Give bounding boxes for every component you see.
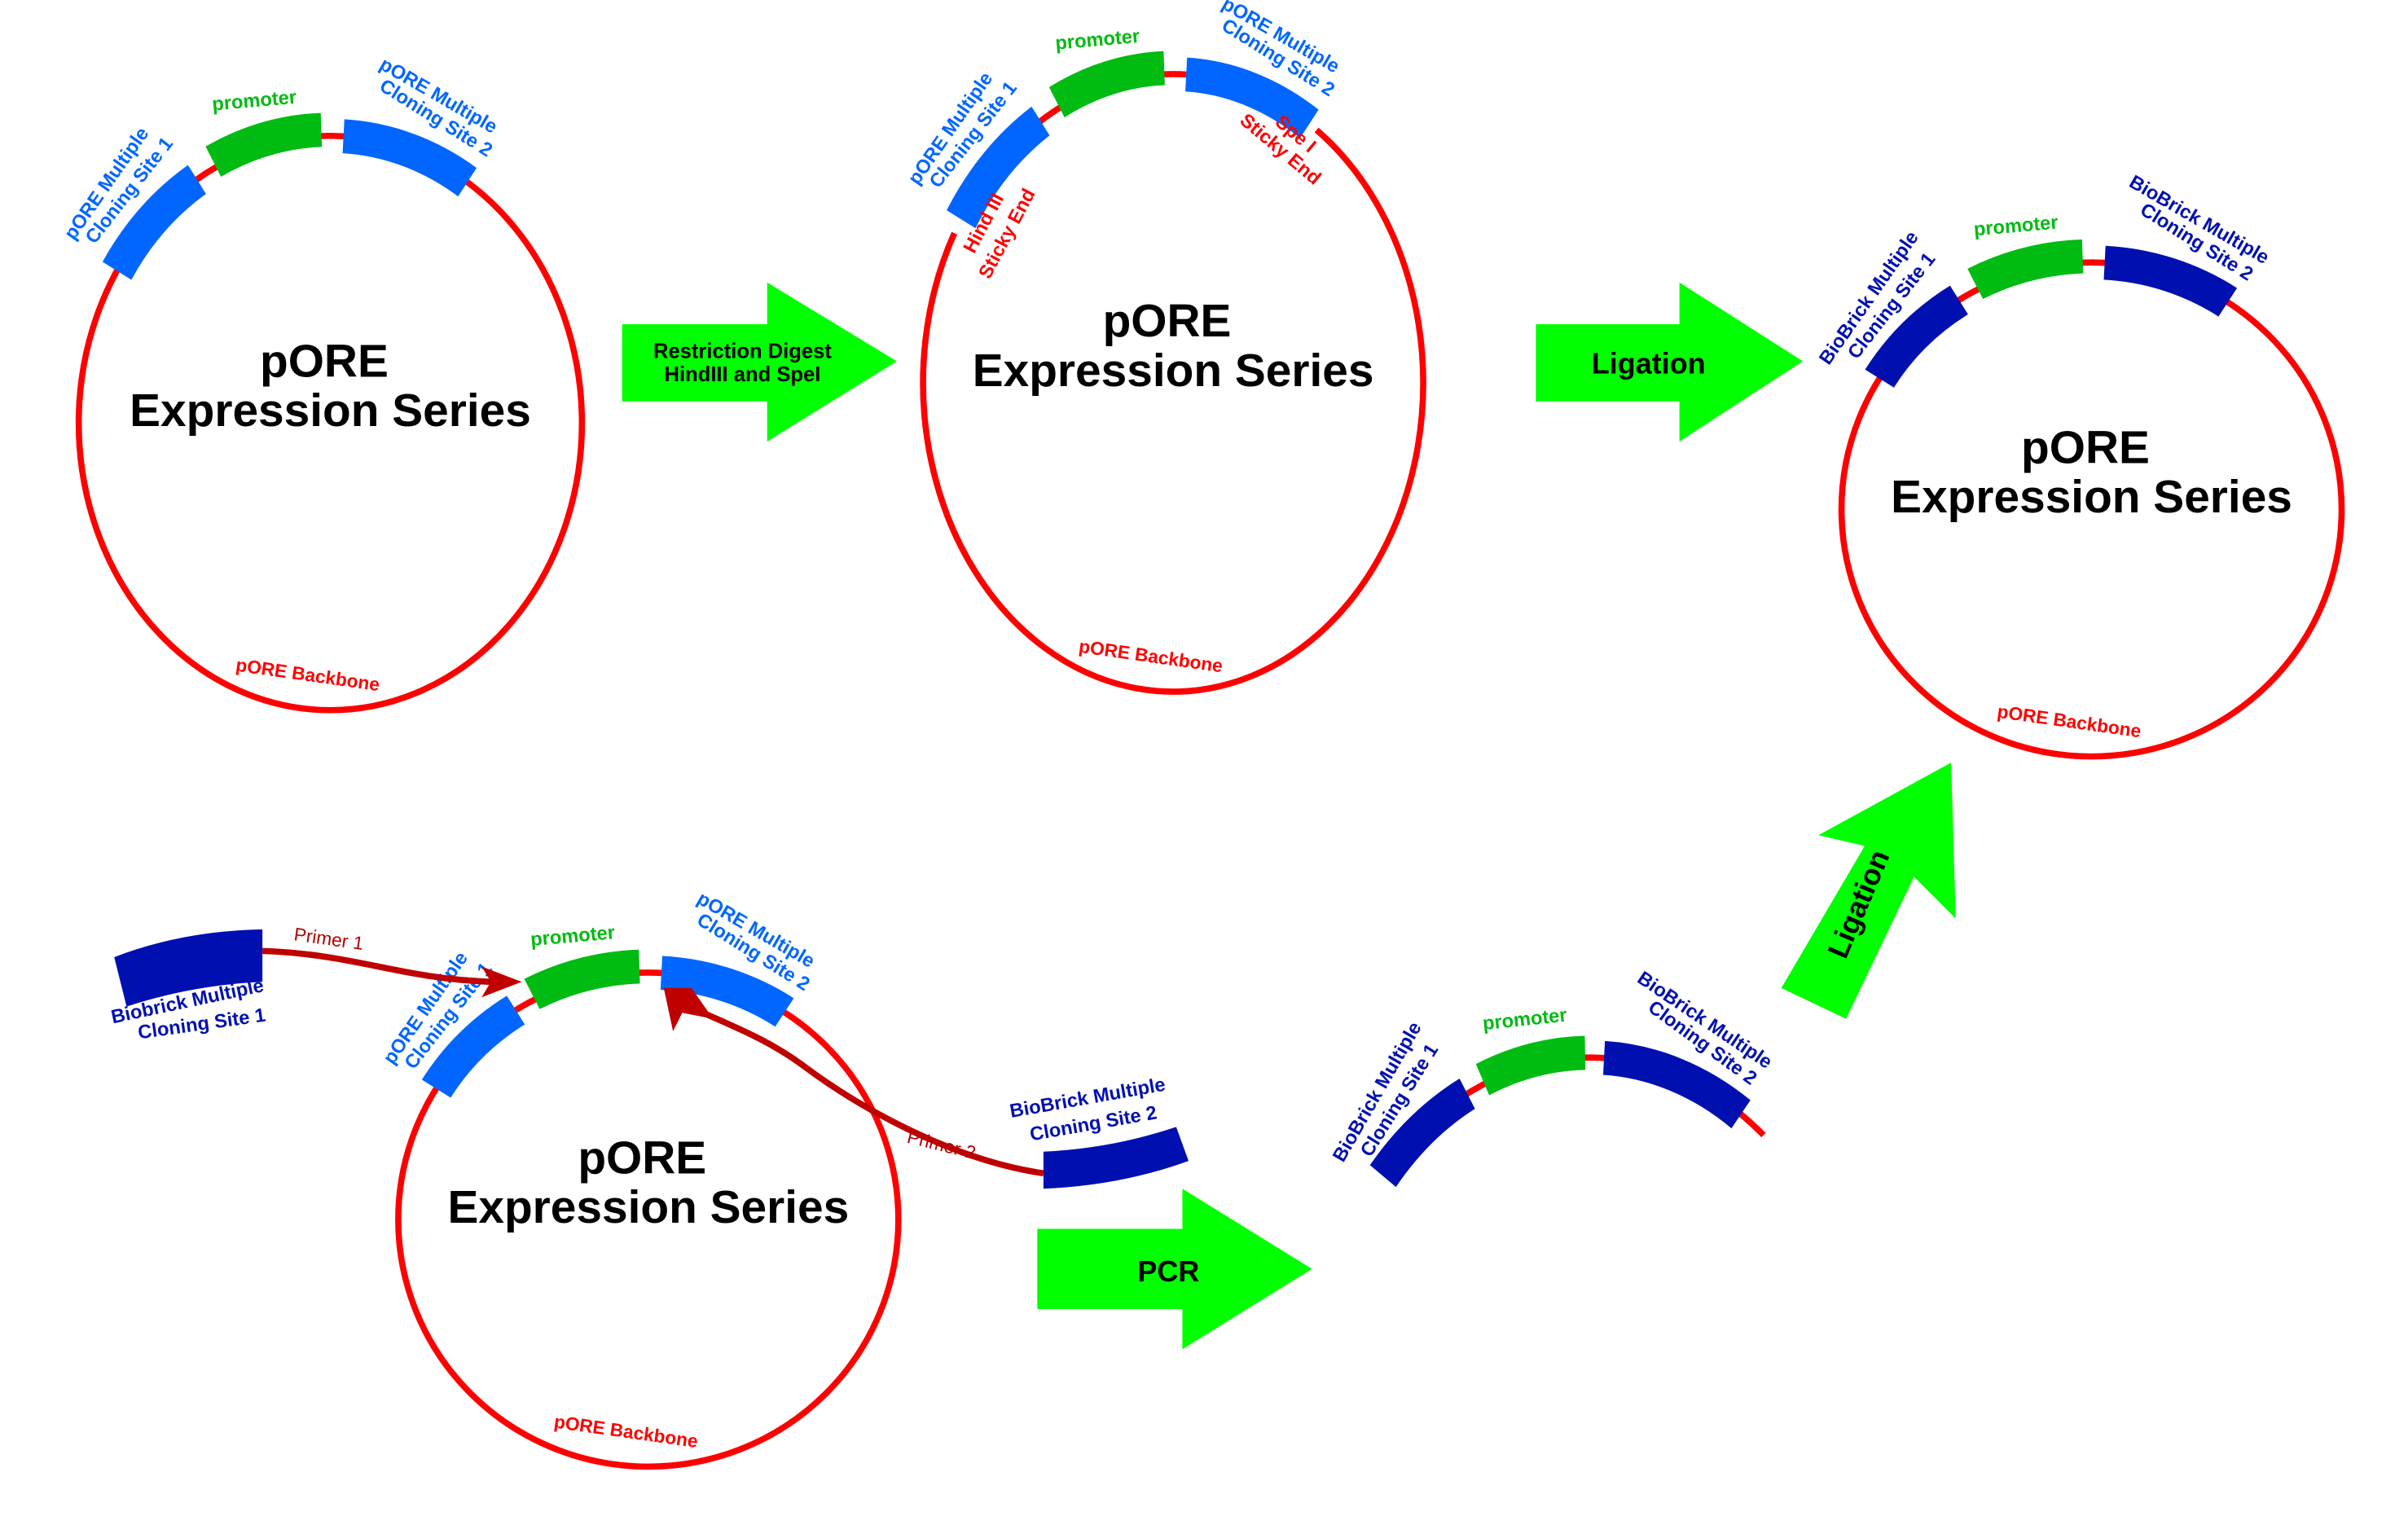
restriction-digest-arrow: Restriction Digest HindIII and SpeI [622,282,897,442]
backbone-circle [75,132,586,714]
plasmid-title-line2: Expression Series [130,385,531,437]
plasmid-title-line2: Expression Series [1891,472,2292,523]
pcr-mcs1-segment [1369,1078,1475,1188]
primer1-arrow-line [262,947,491,986]
primer2-arrow-line [677,997,1044,1177]
promoter-label: promoter [1054,26,1140,55]
mcs1-segment [102,165,206,280]
mcs2-segment [342,119,477,197]
mcs1-segment [1865,285,1968,388]
mcs2-segment [660,956,794,1027]
arrow-label: Ligation [1592,347,1706,380]
backbone-label: pORE Backbone [1996,701,2142,742]
backbone-label: pORE Backbone [235,654,381,696]
backbone-circle [920,127,1426,695]
ligation-arrow-diagonal: Ligation [1781,762,1956,1019]
plasmid-title-line2: Expression Series [447,1182,849,1233]
primer2-label: Primer 2 [905,1126,978,1163]
plasmid-title-line2: Expression Series [973,345,1374,397]
promoter-label: promoter [529,922,616,951]
pcr-promoter-label: promoter [1482,1005,1568,1035]
backbone-circle [1838,259,2345,760]
pcr-promoter-segment [1475,1035,1586,1096]
pcr-mcs2-segment [1602,1040,1751,1129]
arrow-shape [1781,762,1956,1019]
arrow-shape [1536,282,1804,442]
primer2-group: Primer 2 BioBrick Multiple Cloning Site … [663,987,1189,1189]
promoter-segment [1048,51,1165,118]
arrow-label: PCR [1137,1255,1199,1288]
arrow-label-line1: Restriction Digest [653,341,832,363]
ligation-arrow-top: Ligation [1536,282,1804,442]
mcs2-segment [2103,245,2238,317]
plasmid-title-line1: pORE [578,1132,706,1184]
primer1-label: Primer 1 [292,923,365,954]
mcs1-segment [421,995,525,1098]
plasmid-title-line1: pORE [1103,296,1232,347]
promoter-label: promoter [1973,212,2059,240]
primer2-arrowhead [663,987,714,1031]
primer1-arrowhead [481,966,522,998]
promoter-segment [205,112,323,178]
backbone-label: pORE Backbone [1078,635,1224,677]
mcs1-segment [947,106,1050,229]
backbone-label: pORE Backbone [552,1411,699,1452]
plasmid-title-line1: pORE [260,336,389,387]
arrow-shape [1037,1189,1312,1350]
plasmid-title-line1: pORE [2021,423,2150,474]
arrow-shape [622,282,897,442]
promoter-segment [524,949,640,1009]
backbone-circle [395,969,902,1470]
promoter-label: promoter [211,87,297,116]
pcr-arrow: PCR [1037,1189,1312,1350]
promoter-segment [1967,239,2084,300]
biobrick-mcs2-fragment [1043,1127,1189,1189]
biobrick-mcs1-fragment [114,929,263,1007]
mcs2-segment [1185,57,1319,138]
arrow-label-line2: HindIII and SpeI [665,363,821,386]
